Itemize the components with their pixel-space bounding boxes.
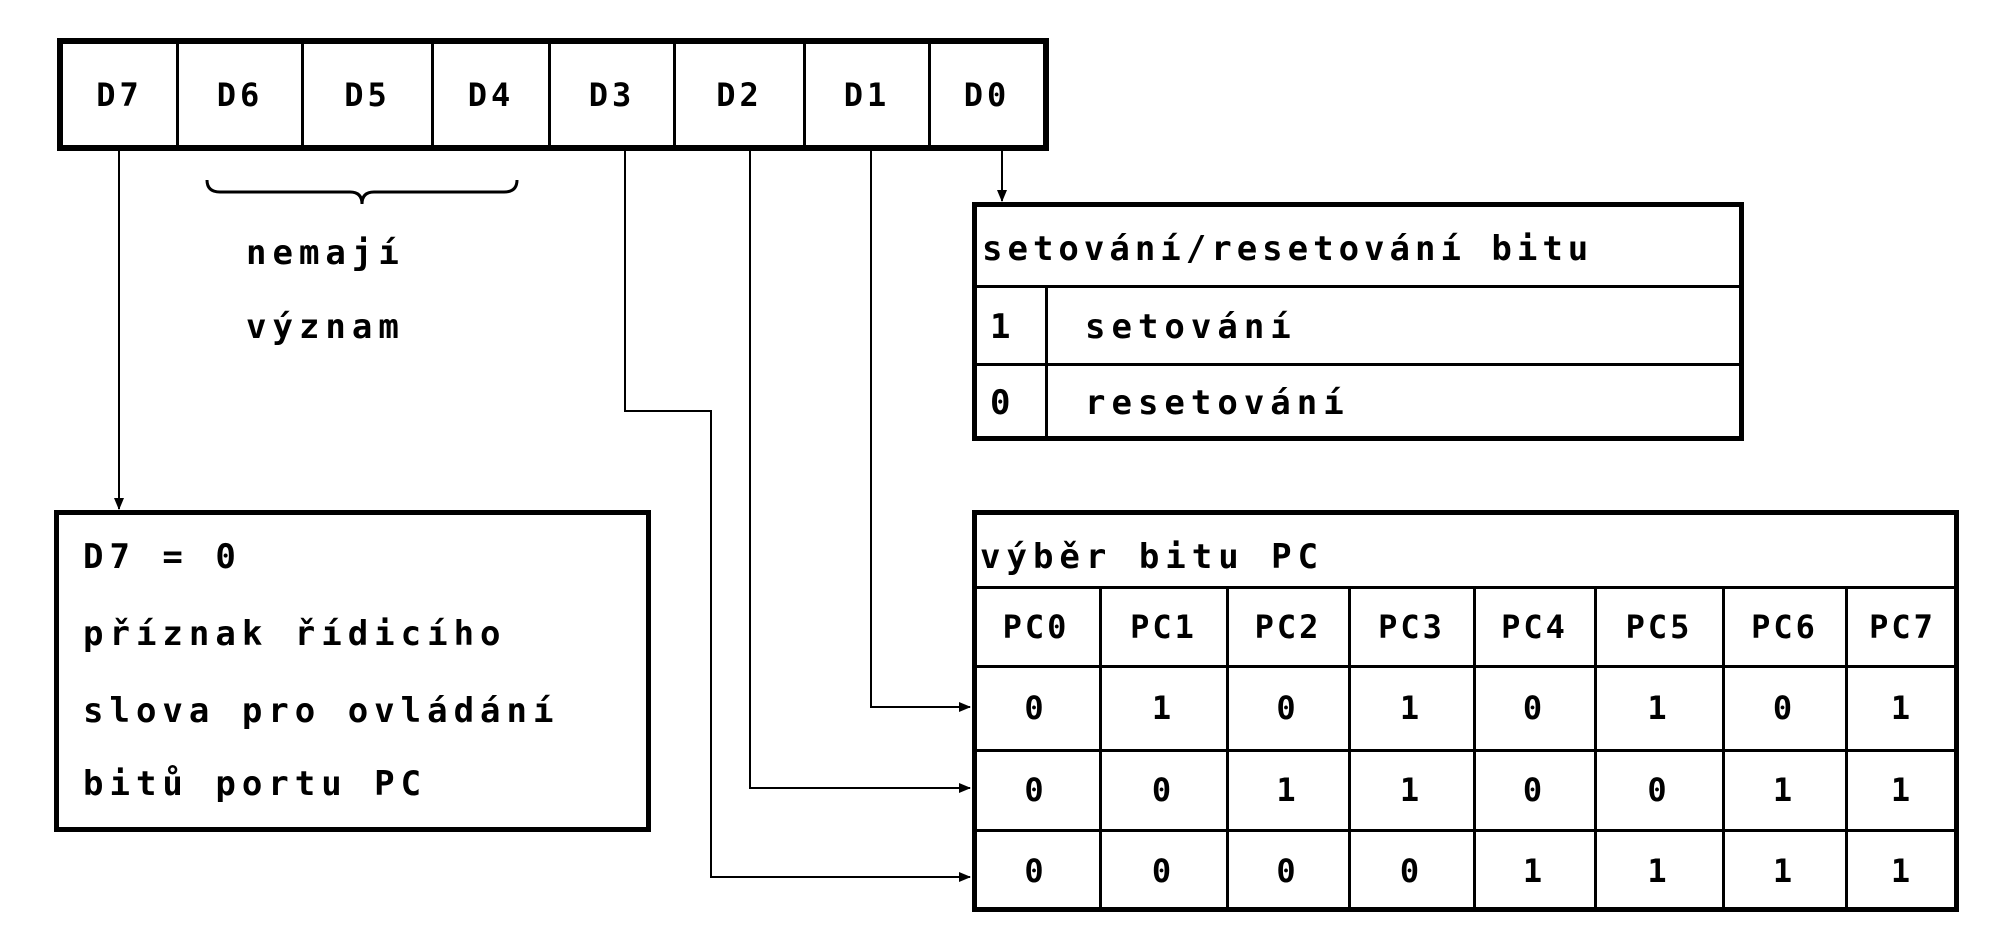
pc-value-cell: 1 — [1772, 771, 1797, 809]
pc-value-cell: 0 — [1522, 771, 1547, 809]
divider — [1722, 587, 1725, 912]
pc-value-cell: 1 — [1522, 852, 1547, 890]
pc-value-cell: 0 — [1151, 771, 1176, 809]
control-word-register — [57, 38, 1049, 151]
unused-note-line2: význam — [246, 307, 405, 347]
pc-value-cell: 0 — [1772, 689, 1797, 727]
pc-value-cell: 0 — [1647, 771, 1671, 809]
divider — [1594, 587, 1597, 912]
pc-value-cell: 0 — [1276, 689, 1300, 727]
bit-d5: D5 — [304, 44, 434, 145]
pc-header-2: PC2 — [1254, 607, 1322, 646]
divider — [972, 749, 1959, 752]
bit-select-table — [972, 510, 1959, 912]
bit-d6: D6 — [179, 44, 304, 145]
bit-d0: D0 — [963, 75, 1011, 114]
reset-label: resetování — [1085, 383, 1350, 423]
d7-line3: slova pro ovládání — [83, 691, 560, 731]
divider — [972, 829, 1959, 832]
pc-header-1: PC1 — [1130, 607, 1197, 646]
bit-d4: D4 — [434, 44, 551, 145]
pc-value-cell: 1 — [1890, 689, 1915, 727]
pc-value-cell: 0 — [1399, 852, 1424, 890]
pc-value-cell: 1 — [1890, 852, 1915, 890]
bit-d2: D2 — [676, 44, 806, 145]
divider — [1045, 285, 1048, 441]
pc-value-cell: 0 — [1024, 852, 1048, 890]
pc-header-3: PC3 — [1378, 607, 1445, 646]
pc-header-0: PC0 — [1002, 607, 1070, 646]
divider — [1845, 587, 1848, 912]
pc-value-cell: 1 — [1399, 771, 1424, 809]
bit-select-title: výběr bitu PC — [980, 537, 1325, 577]
set-reset-title: setování/resetování bitu — [982, 229, 1594, 269]
bit-d3: D3 — [551, 44, 676, 145]
pc-value-cell: 1 — [1399, 689, 1424, 727]
divider — [972, 363, 1744, 366]
pc-value-cell: 1 — [1647, 852, 1671, 890]
d7-line4: bitů portu PC — [83, 764, 428, 804]
pc-header-7: PC7 — [1869, 607, 1936, 646]
divider — [1099, 587, 1102, 912]
divider — [972, 586, 1959, 589]
pc-value-cell: 0 — [1276, 852, 1300, 890]
pc-value-cell: 0 — [1522, 689, 1547, 727]
d7-line2: příznak řídicího — [83, 614, 507, 654]
divider — [972, 285, 1744, 288]
pc-value-cell: 1 — [1151, 689, 1176, 727]
d1-arrow — [870, 151, 971, 712]
set-label: setování — [1085, 307, 1297, 347]
bit-d1: D1 — [806, 44, 931, 145]
pc-value-cell: 0 — [1151, 852, 1176, 890]
d2-arrow — [749, 151, 971, 793]
pc-header-4: PC4 — [1501, 607, 1568, 646]
bit-d7: D7 — [63, 44, 179, 145]
d3-arrow — [624, 151, 971, 882]
divider — [1226, 587, 1229, 912]
pc-value-cell: 0 — [1024, 771, 1048, 809]
set-reset-table — [972, 202, 1744, 441]
divider — [972, 665, 1959, 668]
divider — [1473, 587, 1476, 912]
pc-value-cell: 0 — [1024, 689, 1048, 727]
pc-value-cell: 1 — [1772, 852, 1797, 890]
brace — [205, 179, 519, 205]
pc-value-cell: 1 — [1276, 771, 1300, 809]
reset-value: 0 — [990, 383, 1017, 423]
divider — [1348, 587, 1351, 912]
pc-header-5: PC5 — [1625, 607, 1693, 646]
d7-description-box — [54, 510, 651, 832]
pc-header-6: PC6 — [1751, 607, 1818, 646]
d7-line1: D7 = 0 — [83, 537, 242, 577]
pc-value-cell: 1 — [1890, 771, 1915, 809]
unused-note-line1: nemají — [246, 233, 405, 273]
set-value: 1 — [990, 307, 1017, 347]
pc-value-cell: 1 — [1647, 689, 1671, 727]
